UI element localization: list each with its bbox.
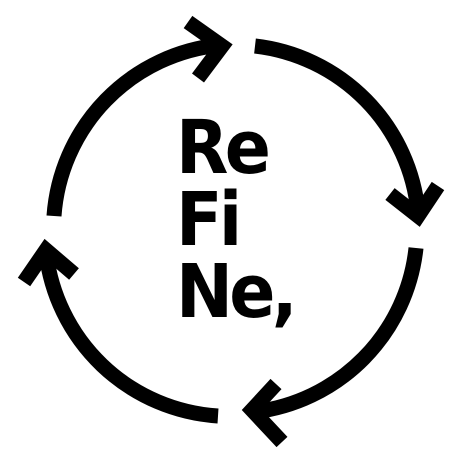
arc-top-right (254, 38, 426, 213)
logo-line-3: Ne, (176, 249, 298, 335)
logo-wordmark: Re Fi Ne, (176, 105, 304, 335)
logo-line-1: Re (176, 105, 271, 191)
arc-top-left (46, 37, 221, 217)
arrowhead-left (17, 238, 79, 287)
arc-bottom-left (38, 251, 219, 424)
arrowhead-right (385, 181, 445, 227)
logo-line-2: Fi (176, 177, 242, 263)
arc-bottom-right (253, 247, 424, 420)
arrowhead-bottom (241, 378, 288, 448)
arrowhead-top (183, 15, 233, 83)
